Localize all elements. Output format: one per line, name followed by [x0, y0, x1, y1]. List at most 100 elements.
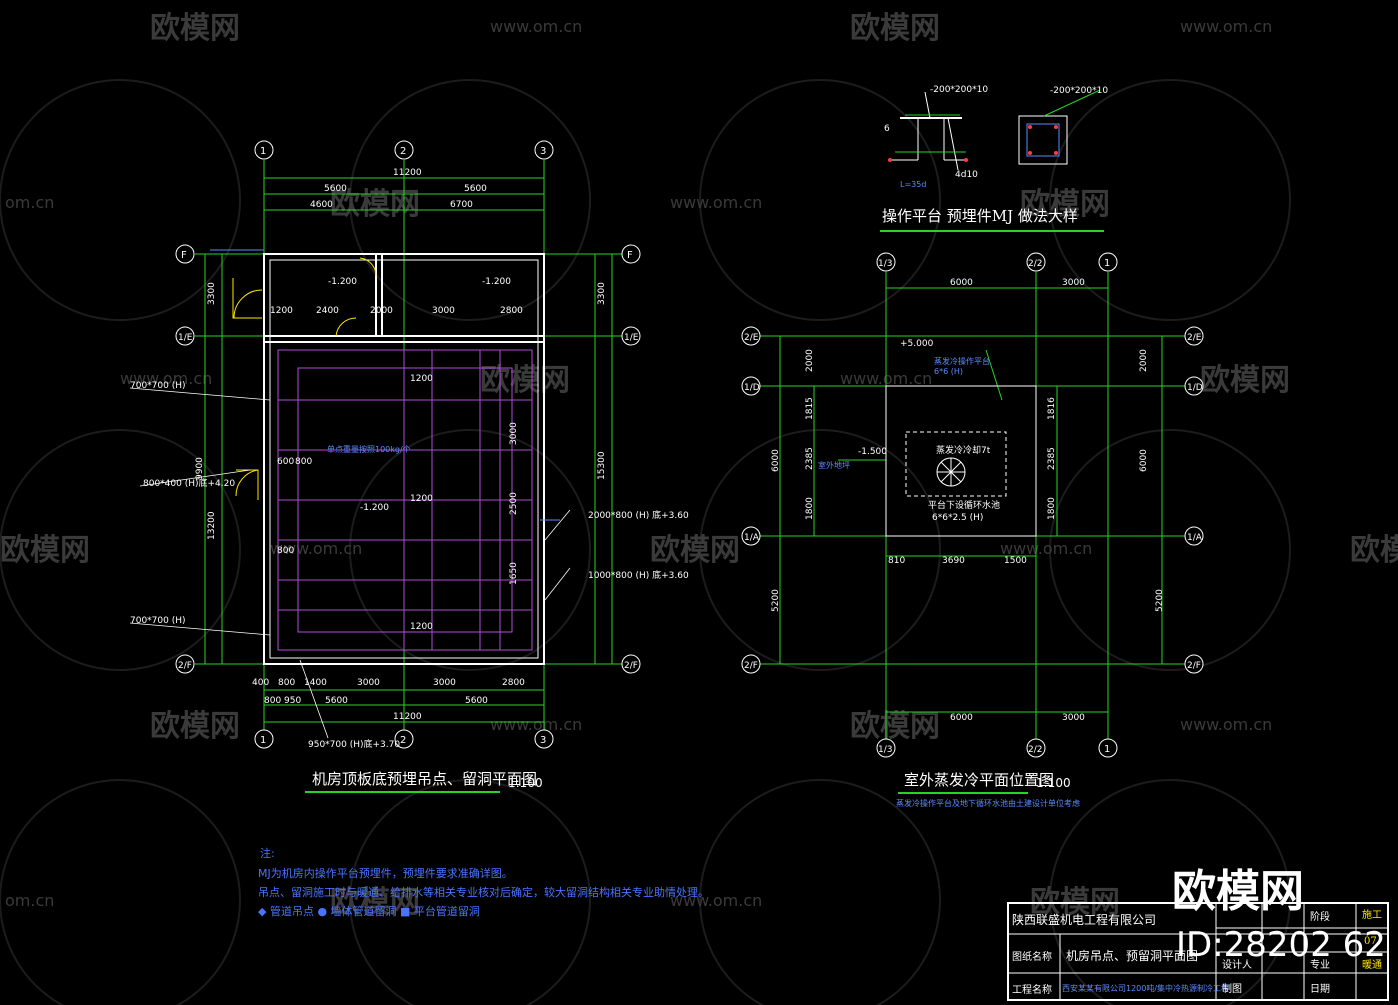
- company-name: 陕西联盛机电工程有限公司: [1012, 912, 1156, 927]
- axis-label: F: [627, 250, 633, 261]
- right-plan-title: 室外蒸发冷平面位置图: [904, 771, 1054, 789]
- level: +5.000: [900, 339, 934, 349]
- axis-label: 2/2: [1028, 259, 1042, 269]
- watermark-url: www.om.cn: [1180, 17, 1272, 36]
- dim: 2385: [1047, 447, 1057, 470]
- inner-dim: 800: [295, 457, 312, 467]
- notes-line: ◆ 管道吊点 ● 墙体管道留洞 ■ 平台管道留洞: [258, 904, 480, 918]
- axis-label: 1: [1104, 258, 1110, 269]
- dim: 810: [888, 556, 905, 566]
- date-label: 日期: [1310, 983, 1330, 995]
- dim: 1800: [805, 497, 815, 520]
- inner-dim: 2500: [509, 492, 519, 515]
- watermark-brand: 欧模网: [1200, 363, 1290, 398]
- detail-title: 操作平台 预埋件MJ 做法大样: [882, 207, 1078, 225]
- dim: 6000: [1139, 449, 1149, 472]
- watermark-url: www.om.cn: [670, 891, 762, 910]
- left-plan: 1 2 3 1 2 3 F F 1/E 1/E 2/F 2/F 11200 56…: [129, 140, 689, 793]
- dim: 5200: [1155, 589, 1165, 612]
- dim: 5200: [771, 589, 781, 612]
- dim: 3000: [433, 678, 456, 688]
- axis-label: 1/A: [1187, 533, 1203, 543]
- inner-dim: 1200: [410, 494, 433, 504]
- axis-label: 2/F: [744, 661, 758, 671]
- dim: 6700: [450, 200, 473, 210]
- room-dim: 2800: [500, 306, 523, 316]
- opening-callout: 700*700 (H): [130, 381, 186, 391]
- right-plan-note: 蒸发冷操作平台及地下循环水池由土建设计单位考虑: [896, 798, 1080, 808]
- watermark-url: www.om.cn: [1180, 715, 1272, 734]
- axis-bubble-2F: [621, 654, 641, 674]
- inner-dim: 1200: [410, 374, 433, 384]
- axis-label: 2/F: [178, 661, 192, 671]
- dim: 1815: [805, 397, 815, 420]
- drawing-name: 机房吊点、预留洞平面图: [1066, 948, 1198, 963]
- room-label: 室外地坪: [818, 460, 850, 470]
- project-label: 工程名称: [1012, 983, 1052, 996]
- dim: 5600: [324, 184, 347, 194]
- pool-label: 平台下设循环水池: [928, 499, 1000, 511]
- right-plan: 1/3 2/2 1 1/3 2/2 1 2/E 1/D 1/A 2/F 2/E …: [741, 252, 1204, 808]
- inner-dim: 1650: [509, 562, 519, 585]
- axis-bubble-1E: [621, 326, 641, 346]
- dim: 4600: [310, 200, 333, 210]
- title-block: 陕西联盛机电工程有限公司 图纸名称 机房吊点、预留洞平面图 工程名称 西安某某有…: [1007, 902, 1389, 1001]
- big-watermark-brand: 欧模网: [1172, 866, 1304, 917]
- room-dim: 2400: [316, 306, 339, 316]
- watermark-url: www.om.cn: [670, 193, 762, 212]
- watermark-url: www.om.cn: [120, 369, 212, 388]
- opening-callout: 950*700 (H)底+3.70: [308, 738, 400, 750]
- level: -1.200: [360, 503, 389, 513]
- big-watermark-id: ID:28202 62: [1176, 925, 1386, 965]
- drawing-name-label: 图纸名称: [1012, 950, 1052, 963]
- dim: 3000: [1062, 713, 1085, 723]
- axis-label: 1/E: [178, 333, 193, 343]
- watermark-brand: 欧模网: [650, 533, 740, 568]
- axis-bubble-3: [534, 729, 554, 749]
- axis-label: 1/D: [744, 383, 760, 393]
- axis-bubble-3: [534, 140, 554, 160]
- project-name: 西安某某有限公司1200吨/集中冷热源制冷工程: [1062, 983, 1229, 993]
- watermark-brand: 欧模网: [150, 709, 240, 744]
- dim: 800: [278, 678, 295, 688]
- left-axis-bubbles: [175, 140, 641, 749]
- dim: 9900: [195, 457, 205, 480]
- watermark-brand: 欧模网: [330, 885, 420, 920]
- dim: 2000: [1139, 349, 1149, 372]
- equip-label: 蒸发冷冷却7t: [936, 444, 991, 456]
- axis-label: 2/F: [624, 661, 638, 671]
- dim: 1400: [304, 678, 327, 688]
- axis-bubble-1: [254, 729, 274, 749]
- axis-label: 3: [540, 146, 546, 157]
- dim: 6000: [771, 449, 781, 472]
- watermark-url: www.om.cn: [1000, 539, 1092, 558]
- watermark-brand: 欧模网: [150, 11, 240, 46]
- axis-label: 1/E: [624, 333, 639, 343]
- dim: 5600: [325, 696, 348, 706]
- notes-head: 注:: [260, 846, 275, 860]
- watermark-brand: 欧模网: [850, 11, 940, 46]
- axis-label: F: [181, 250, 187, 261]
- inner-dim: 800: [277, 546, 294, 556]
- notes: 注: MJ为机房内操作平台预埋件，预埋件要求准确详图。 吊点、留洞施工时与暖通、…: [258, 846, 709, 918]
- tag-callout: L=35d: [900, 180, 926, 189]
- axis-label: 1/D: [1187, 383, 1203, 393]
- pool-size: 6*6*2.5 (H): [932, 513, 983, 523]
- notes-line: 吊点、留洞施工时与暖通、给排水等相关专业核对后确定，较大留洞结构相关专业助情处理…: [258, 885, 709, 899]
- axis-label: 2/E: [744, 333, 759, 343]
- room-dim: 2000: [370, 306, 393, 316]
- watermark-url: www.om.cn: [270, 539, 362, 558]
- opening-callout: 1000*800 (H) 底+3.60: [588, 569, 689, 581]
- axis-bubble-2F: [175, 654, 195, 674]
- left-plan-scale: 1:100: [508, 776, 543, 790]
- dim: 1500: [1004, 556, 1027, 566]
- discipline-label: 专业: [1310, 958, 1330, 971]
- dim: 5600: [465, 696, 488, 706]
- axis-bubble-2: [394, 140, 414, 160]
- hook-label: 单点重量按照100kg/个: [327, 444, 411, 454]
- axis-label: 1: [260, 146, 266, 157]
- plate-callout: -200*200*10: [1050, 86, 1108, 96]
- designer-label: 设计人: [1222, 958, 1252, 971]
- dim: 2800: [502, 678, 525, 688]
- dim-total: 11200: [393, 168, 422, 178]
